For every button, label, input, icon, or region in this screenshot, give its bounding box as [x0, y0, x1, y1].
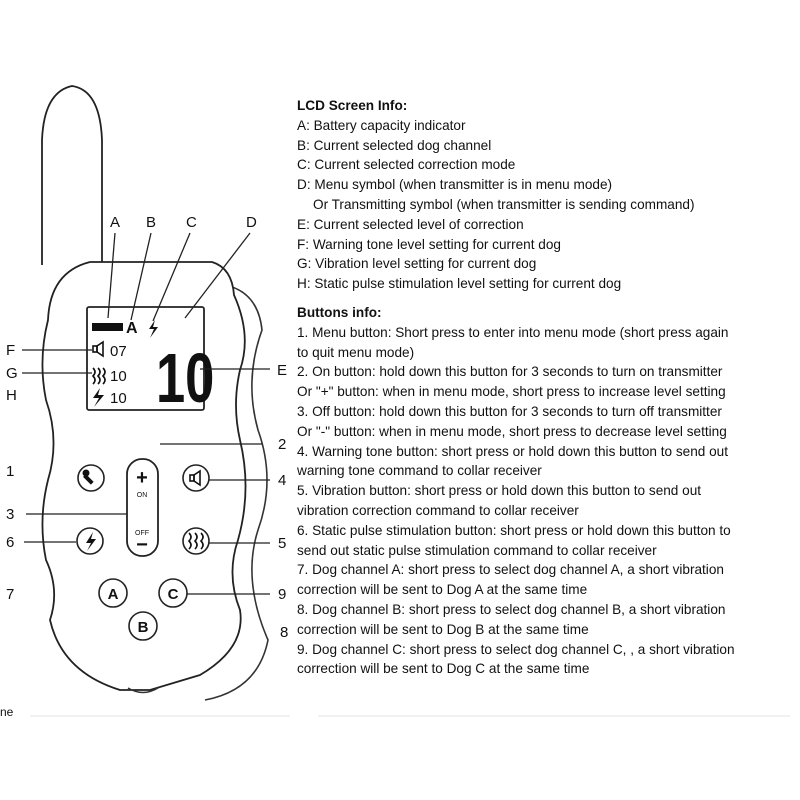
button-info-item: send out static pulse stimulation comman… [297, 542, 657, 558]
button-info-item: Or "-" button: when in menu mode, short … [297, 423, 727, 439]
callout-e: E [277, 362, 287, 379]
on-label: ON [137, 492, 148, 499]
lcd-vibration-icon [91, 367, 106, 385]
off-minus-button[interactable]: OFF − [135, 530, 149, 556]
warning-tone-button[interactable] [182, 464, 210, 492]
on-plus-button[interactable]: + ON [136, 467, 148, 499]
lcd-lightning-icon [149, 320, 158, 338]
lcd-info-item: Or Transmitting symbol (when transmitter… [313, 196, 695, 212]
lightning-icon [86, 532, 96, 551]
button-info-item: 4. Warning tone button: short press or h… [297, 443, 728, 459]
lcd-warning-level: 07 [110, 343, 127, 360]
callout-f: F [6, 342, 15, 359]
channel-b-button[interactable] [128, 611, 158, 641]
lcd-info-item: G: Vibration level setting for current d… [297, 256, 537, 272]
lcd-static-icon [93, 388, 104, 407]
lcd-channel: A [126, 320, 138, 337]
callout-4: 4 [278, 472, 286, 489]
lcd-info-item: E: Current selected level of correction [297, 216, 524, 232]
button-info-item: correction will be sent to Dog C at the … [297, 661, 590, 677]
button-info-item: 3. Off button: hold down this button for… [297, 403, 722, 419]
lcd-info-heading: LCD Screen Info: [297, 98, 408, 113]
button-info-item: correction will be sent to Dog B at the … [297, 621, 589, 637]
lcd-info-item: F: Warning tone level setting for curren… [297, 236, 561, 252]
channel-a-label: A [108, 586, 119, 603]
button-info-item: warning tone command to collar receiver [297, 463, 542, 479]
callout-c: C [186, 214, 197, 231]
lcd-info-item: A: Battery capacity indicator [297, 117, 466, 133]
button-info-item: Or "+" button: when in menu mode, short … [297, 384, 726, 400]
button-info-item: 8. Dog channel B: short press to select … [297, 601, 726, 617]
callout-g: G [6, 365, 18, 382]
callout-h: H [6, 387, 17, 404]
callout-1: 1 [6, 463, 14, 480]
callout-8: 8 [280, 624, 288, 641]
on-off-rocker [126, 458, 159, 557]
minus-symbol: − [136, 534, 148, 556]
button-info-item: to quit menu mode) [297, 344, 415, 360]
button-info-item: 9. Dog channel C: short press to select … [297, 641, 735, 657]
callout-6: 6 [6, 534, 14, 551]
button-info-item: 7. Dog channel A: short press to select … [297, 562, 724, 578]
lcd-info-item: H: Static pulse stimulation level settin… [297, 276, 622, 292]
button-info-item: 5. Vibration button: short press or hold… [297, 483, 702, 499]
bottom-notch [127, 687, 159, 694]
channel-a-button[interactable] [98, 578, 128, 608]
menu-button[interactable] [77, 464, 105, 492]
button-info-item: vibration correction command to collar r… [297, 502, 579, 518]
channel-c-button[interactable] [158, 578, 188, 608]
lcd-info-item: C: Current selected correction mode [297, 157, 516, 173]
battery-icon [92, 323, 123, 331]
callout-3: 3 [6, 506, 14, 523]
cutoff-text: ne [0, 705, 14, 719]
callout-7: 7 [6, 586, 14, 603]
off-label: OFF [135, 530, 149, 537]
plus-symbol: + [136, 467, 148, 489]
callout-b: B [146, 214, 156, 231]
lcd-info-item: D: Menu symbol (when transmitter is in m… [297, 177, 613, 193]
vibration-icon [187, 532, 204, 550]
lcd-big-number: 10 [156, 340, 214, 418]
callout-d: D [246, 214, 257, 231]
button-info-item: 2. On button: hold down this button for … [297, 364, 723, 380]
info-panel: LCD Screen Info: A: Battery capacity ind… [297, 96, 797, 679]
button-info-item: 1. Menu button: Short press to enter int… [297, 324, 729, 340]
antenna [41, 85, 103, 265]
speaker-icon [189, 469, 201, 487]
lcd-vibration-level: 10 [110, 368, 127, 385]
lcd-speaker-icon [92, 340, 104, 358]
callout-5: 5 [278, 535, 286, 552]
lcd-screen [86, 306, 205, 411]
lcd-info-item: B: Current selected dog channel [297, 137, 492, 153]
channel-b-label: B [138, 619, 149, 636]
buttons-info-heading: Buttons info: [297, 304, 382, 320]
button-info-item: 6. Static pulse stimulation button: shor… [297, 522, 731, 538]
leader-lines [22, 232, 270, 595]
device-back-outline [204, 284, 269, 701]
button-info-item: correction will be sent to Dog A at the … [297, 582, 588, 598]
channel-c-label: C [168, 586, 179, 603]
callout-2: 2 [278, 436, 286, 453]
callout-9: 9 [278, 586, 286, 603]
callout-a: A [110, 214, 120, 231]
lcd-static-level: 10 [110, 390, 127, 407]
wrench-icon [82, 469, 94, 485]
